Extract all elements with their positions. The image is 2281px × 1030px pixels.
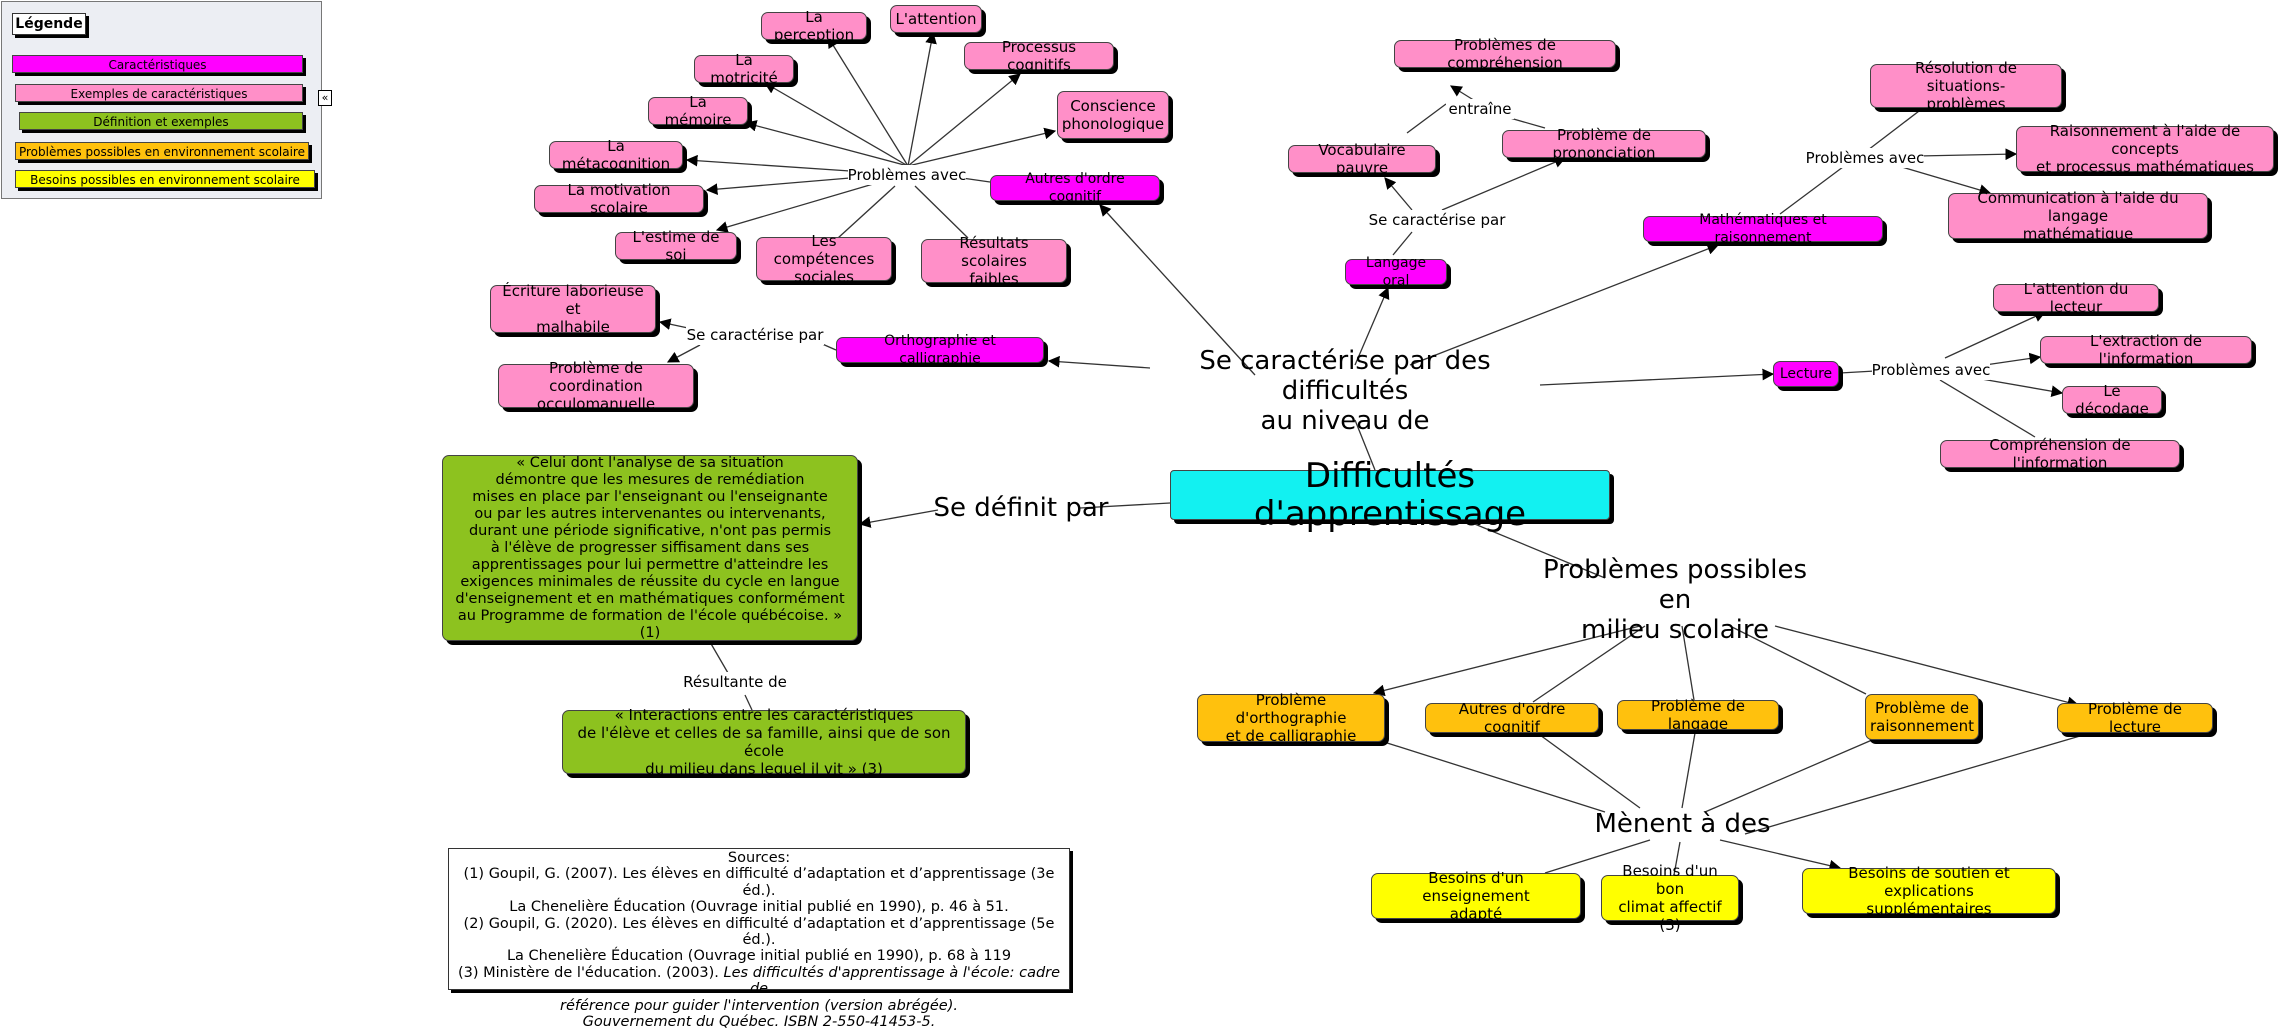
- legend-item-besoins: Besoins possibles en environnement scola…: [15, 170, 315, 188]
- link-problemes-avec-autres: Problèmes avec: [847, 165, 967, 185]
- node-besoin-soutien[interactable]: Besoins de soutien et explications suppl…: [1802, 864, 2056, 918]
- legend-item-definition: Définition et exemples: [19, 112, 303, 130]
- node-definition[interactable]: « Celui dont l'analyse de sa situation d…: [442, 455, 858, 641]
- node-pb-raisonnement[interactable]: Problème de raisonnement: [1865, 694, 1979, 740]
- sources-box: Sources: (1) Goupil, G. (2007). Les élèv…: [448, 848, 1070, 1030]
- node-conscience-phonologique[interactable]: Conscience phonologique: [1057, 91, 1169, 139]
- node-competences-sociales[interactable]: Les compétences sociales: [756, 232, 892, 286]
- source-2-line-2: La Chenelière Éducation (Ouvrage initial…: [506, 948, 1012, 965]
- node-coordination[interactable]: Problème de coordination occulomanuelle: [498, 359, 694, 413]
- node-problemes-comprehension[interactable]: Problèmes de compréhension: [1394, 36, 1616, 72]
- node-motivation-scolaire[interactable]: La motivation scolaire: [534, 181, 704, 217]
- legend-item-exemples: Exemples de caractéristiques: [15, 84, 303, 102]
- node-comprehension-information[interactable]: Compréhension de l'information: [1940, 436, 2180, 472]
- legend-collapse-button[interactable]: «: [318, 90, 332, 106]
- node-decodage[interactable]: Le décodage: [2062, 382, 2162, 418]
- source-3-prefix: (3) Ministère de l'éducation. (2003).: [457, 964, 724, 981]
- link-resultante: Résultante de: [680, 672, 790, 692]
- node-pb-autres-cognitif[interactable]: Autres d'ordre cognitif: [1425, 700, 1599, 736]
- source-3-line-2: référence pour guider l'intervention (ve…: [560, 997, 958, 1014]
- node-probleme-prononciation[interactable]: Problème de prononciation: [1502, 126, 1706, 162]
- node-mathematiques-raisonnement[interactable]: Mathématiques et raisonnement: [1643, 212, 1883, 246]
- link-caracterise: Se caractérise par des difficultés au ni…: [1199, 346, 1491, 436]
- sources-header: Sources:: [727, 850, 791, 866]
- link-se-caracterise-ortho: Se caractérise par: [686, 325, 824, 345]
- legend-item-caracteristiques: Caractéristiques: [12, 55, 303, 73]
- node-estime-de-soi[interactable]: L'estime de soi: [615, 228, 737, 264]
- link-problemes-milieu: Problèmes possibles en milieu scolaire: [1542, 555, 1808, 645]
- node-resultats-scolaires[interactable]: Résultats scolaires faibles: [921, 234, 1067, 288]
- source-1-line-1: (1) Goupil, G. (2007). Les élèves en dif…: [463, 866, 1055, 899]
- legend-item-problemes: Problèmes possibles en environnement sco…: [15, 142, 309, 160]
- node-motricite[interactable]: La motricité: [694, 51, 794, 87]
- node-resolution-situations[interactable]: Résolution de situations- problèmes: [1870, 59, 2062, 113]
- node-pb-langage[interactable]: Problème de langage: [1617, 697, 1779, 733]
- link-entraine: entraîne: [1446, 99, 1514, 119]
- node-memoire[interactable]: La mémoire: [648, 93, 748, 129]
- link-problemes-avec-math: Problèmes avec: [1805, 148, 1925, 168]
- node-orthographie-calligraphie[interactable]: Orthographie et calligraphie: [836, 333, 1044, 367]
- link-problemes-avec-lecture: Problèmes avec: [1871, 360, 1991, 380]
- concept-map-connectors: [658, 31, 2081, 876]
- node-interactions[interactable]: « Interactions entre les caractéristique…: [562, 706, 966, 778]
- link-se-caracterise-oral: Se caractérise par: [1368, 210, 1506, 230]
- link-menent: Mènent à des: [1594, 809, 1771, 839]
- node-processus-cognitifs[interactable]: Processus cognitifs: [964, 38, 1114, 74]
- node-attention-lecteur[interactable]: L'attention du lecteur: [1993, 280, 2159, 316]
- node-attention[interactable]: L'attention: [890, 5, 982, 33]
- node-metacognition[interactable]: La métacognition: [549, 137, 683, 173]
- legend-panel: Légende Caractéristiques Exemples de car…: [1, 1, 322, 199]
- node-lecture[interactable]: Lecture: [1773, 361, 1839, 387]
- node-pb-lecture[interactable]: Problème de lecture: [2057, 700, 2213, 736]
- source-3-title-start: Les difficultés d'apprentissage à l'écol…: [723, 964, 1061, 998]
- node-communication-langage[interactable]: Communication à l'aide du langage mathém…: [1948, 189, 2208, 243]
- source-2-line-1: (2) Goupil, G. (2020). Les élèves en dif…: [463, 915, 1055, 949]
- source-3-line-1: (3) Ministère de l'éducation. (2003). Le…: [449, 965, 1069, 998]
- link-definit: Se définit par: [933, 493, 1109, 523]
- source-3-line-3: Gouvernement du Québec. ISBN 2-550-41453…: [582, 1014, 936, 1030]
- node-vocabulaire-pauvre[interactable]: Vocabulaire pauvre: [1288, 141, 1436, 177]
- node-besoin-enseignement[interactable]: Besoins d'un enseignement adapté: [1371, 869, 1581, 923]
- node-langage-oral[interactable]: Langage oral: [1345, 255, 1447, 289]
- node-raisonnement-concepts[interactable]: Raisonnement à l'aide de concepts et pro…: [2016, 122, 2274, 176]
- node-ecriture-laborieuse[interactable]: Écriture laborieuse et malhabile: [490, 282, 656, 336]
- node-autres-ordre-cognitif[interactable]: Autres d'ordre cognitif: [990, 171, 1160, 205]
- center-node[interactable]: Difficultés d'apprentissage: [1170, 457, 1610, 533]
- node-pb-orthographe[interactable]: Problème d'orthographie et de calligraph…: [1197, 691, 1385, 745]
- node-extraction-information[interactable]: L'extraction de l'information: [2040, 332, 2252, 368]
- node-perception[interactable]: La perception: [761, 8, 867, 44]
- node-besoin-climat[interactable]: Besoins d'un bon climat affectif (3): [1601, 862, 1739, 934]
- legend-title: Légende: [12, 13, 86, 35]
- source-1-line-2: La Chenelière Éducation (Ouvrage initial…: [509, 899, 1009, 916]
